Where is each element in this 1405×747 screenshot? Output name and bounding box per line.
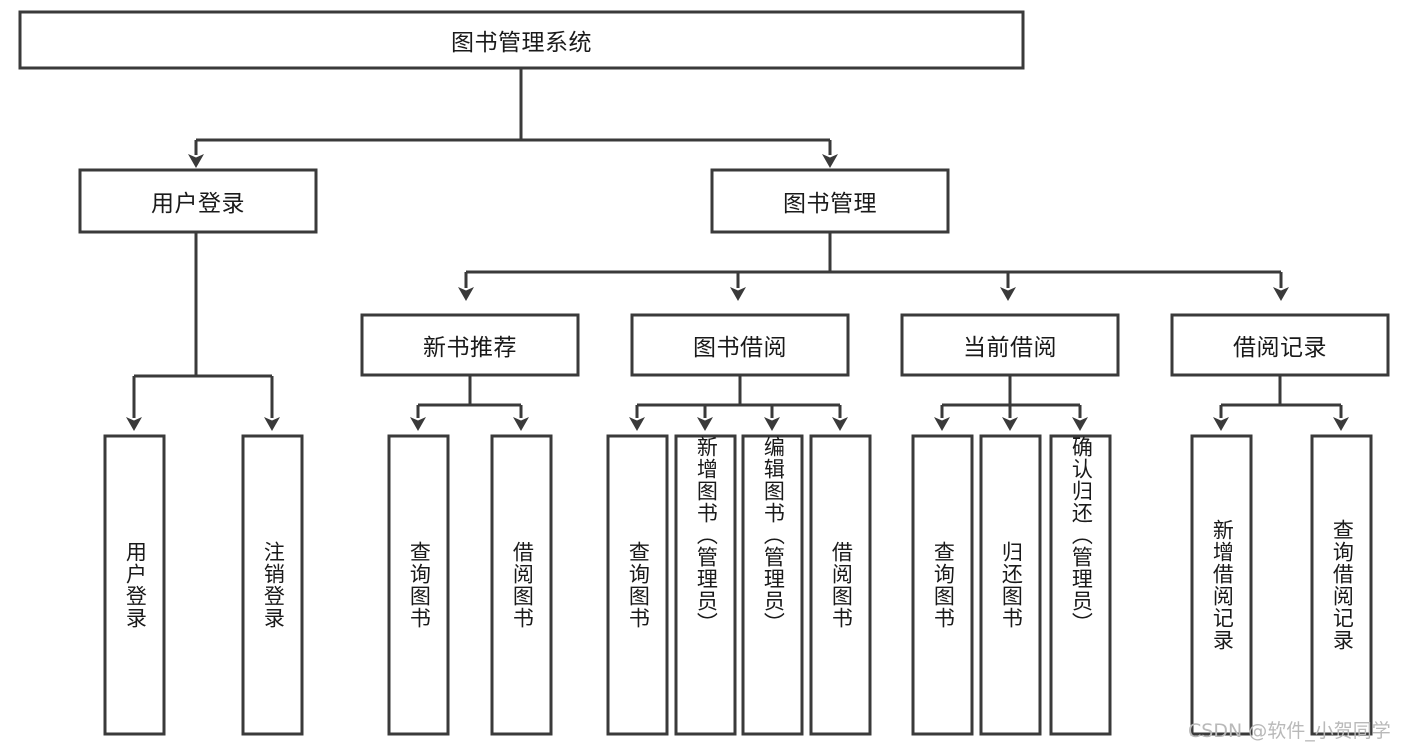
node-root[interactable] bbox=[18, 10, 1025, 70]
node-leaf-edit-book[interactable] bbox=[741, 434, 804, 736]
node-leaf-query-book-3[interactable] bbox=[911, 434, 974, 736]
connector-bookborrow-to-leaves bbox=[629, 375, 848, 431]
connector-root-to-level2 bbox=[188, 68, 838, 168]
node-leaf-logout-login[interactable] bbox=[241, 434, 304, 736]
node-leaf-return-book[interactable] bbox=[979, 434, 1042, 736]
connector-currentborrow-to-leaves bbox=[934, 375, 1088, 431]
node-leaf-query-record[interactable] bbox=[1310, 434, 1373, 736]
node-borrow-record[interactable] bbox=[1170, 313, 1390, 377]
node-leaf-borrow-book-2[interactable] bbox=[809, 434, 872, 736]
node-leaf-add-book[interactable] bbox=[674, 434, 737, 736]
connector-bookmanage-to-level3 bbox=[458, 232, 1289, 301]
node-leaf-user-login[interactable] bbox=[103, 434, 166, 736]
node-book-borrow[interactable] bbox=[630, 313, 850, 377]
node-new-book-recommend[interactable] bbox=[360, 313, 580, 377]
connector-userlogin-to-leaves bbox=[126, 232, 280, 431]
node-leaf-confirm-return[interactable] bbox=[1049, 434, 1112, 736]
node-leaf-query-book-2[interactable] bbox=[606, 434, 669, 736]
node-leaf-borrow-book-1[interactable] bbox=[490, 434, 553, 736]
node-leaf-query-book-1[interactable] bbox=[387, 434, 450, 736]
node-book-manage[interactable] bbox=[710, 168, 950, 234]
node-current-borrow[interactable] bbox=[900, 313, 1120, 377]
node-leaf-add-record[interactable] bbox=[1190, 434, 1253, 736]
connector-borrowrecord-to-leaves bbox=[1213, 375, 1349, 431]
node-user-login[interactable] bbox=[78, 168, 318, 234]
connector-newbook-to-leaves bbox=[410, 375, 529, 431]
